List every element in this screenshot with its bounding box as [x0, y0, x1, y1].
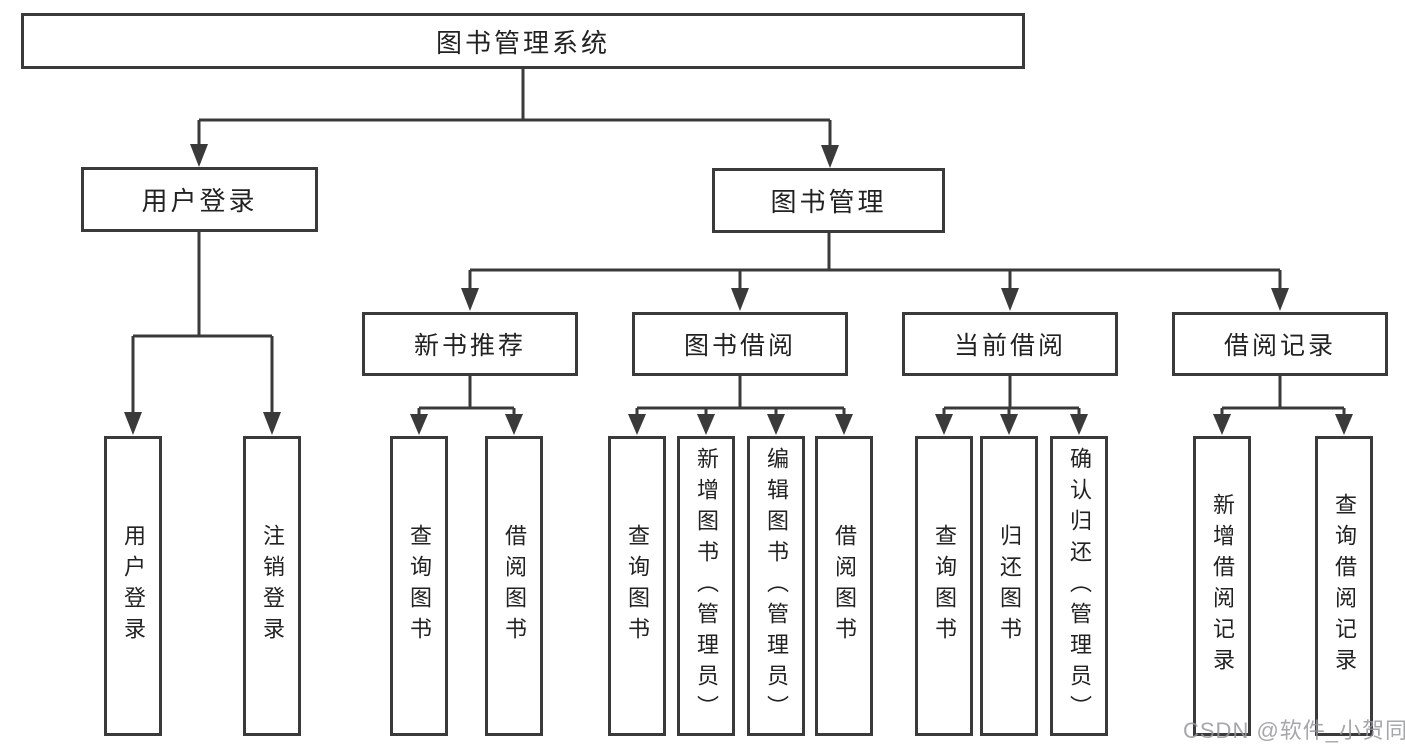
leaf-add-book-admin: 新增图书（管理员） — [677, 436, 735, 736]
leaf-label: 新增图书（管理员） — [694, 446, 719, 726]
leaf-return-book: 归还图书 — [980, 436, 1038, 736]
leaf-query-book-borrow: 查询图书 — [608, 436, 666, 736]
leaf-label: 归还图书 — [997, 524, 1022, 648]
node-current-borrow: 当前借阅 — [902, 312, 1118, 376]
leaf-user-login: 用户登录 — [104, 436, 162, 736]
node-borrow-record: 借阅记录 — [1172, 312, 1388, 376]
leaf-borrow-book: 借阅图书 — [815, 436, 873, 736]
leaf-label: 确认归还（管理员） — [1067, 446, 1092, 726]
csdn-watermark: CSDN @软件_小贺同学 — [1183, 718, 1405, 743]
node-new-book-recommend: 新书推荐 — [362, 312, 578, 376]
leaf-label: 查询图书 — [932, 524, 957, 648]
leaf-confirm-return-admin: 确认归还（管理员） — [1050, 436, 1108, 736]
node-book-manage: 图书管理 — [712, 168, 945, 233]
leaf-label: 新增借阅记录 — [1210, 493, 1235, 679]
leaf-add-borrow-record: 新增借阅记录 — [1193, 436, 1251, 736]
leaf-label: 借阅图书 — [832, 524, 857, 648]
node-book-borrow: 图书借阅 — [632, 312, 848, 376]
leaf-label: 编辑图书（管理员） — [764, 446, 789, 726]
leaf-borrow-book-recommend: 借阅图书 — [485, 436, 543, 736]
arrowheads — [124, 144, 1353, 435]
leaf-label: 用户登录 — [121, 524, 146, 648]
leaf-query-book-recommend: 查询图书 — [390, 436, 448, 736]
node-user-login: 用户登录 — [81, 167, 318, 232]
leaf-label: 查询借阅记录 — [1332, 493, 1357, 679]
leaf-query-book-current: 查询图书 — [915, 436, 973, 736]
leaf-logout: 注销登录 — [243, 436, 301, 736]
leaf-query-borrow-record: 查询借阅记录 — [1315, 436, 1373, 736]
leaf-label: 查询图书 — [625, 524, 650, 648]
leaf-label: 借阅图书 — [502, 524, 527, 648]
node-root-system: 图书管理系统 — [21, 13, 1025, 69]
leaf-label: 查询图书 — [407, 524, 432, 648]
leaf-label: 注销登录 — [260, 524, 285, 648]
leaf-edit-book-admin: 编辑图书（管理员） — [747, 436, 805, 736]
